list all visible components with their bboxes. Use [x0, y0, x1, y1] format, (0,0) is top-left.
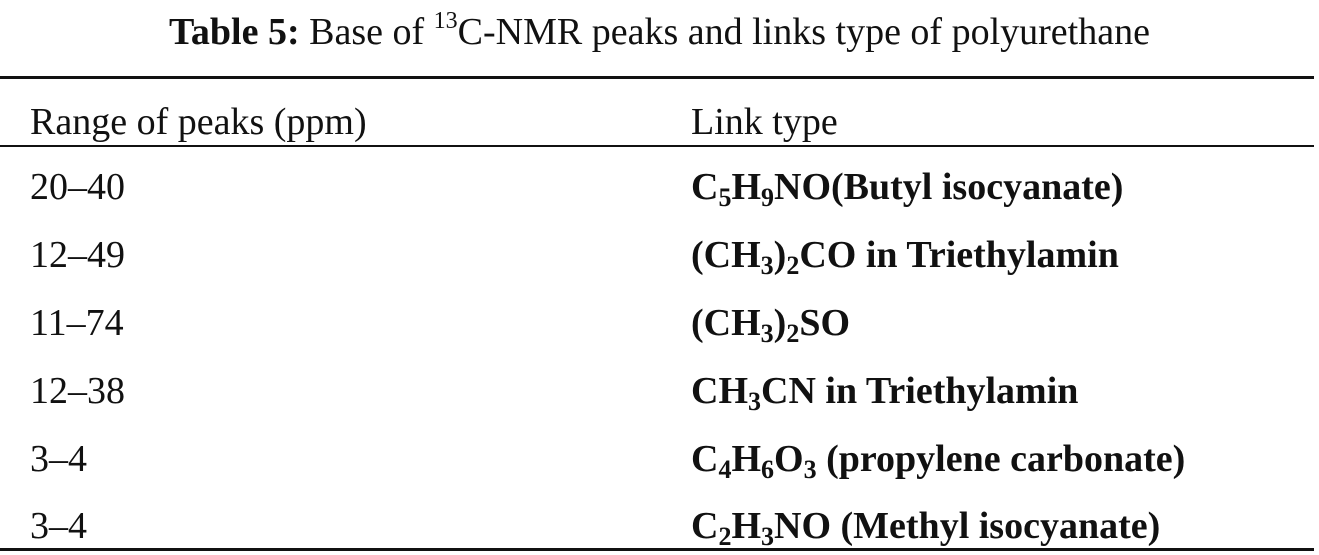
formula-text: )	[773, 234, 787, 276]
formula-text: NO (Methyl isocyanate)	[774, 505, 1161, 547]
table-header-rule	[0, 145, 1314, 147]
table-caption: Table 5: Base of 13C-NMR peaks and links…	[0, 6, 1319, 58]
table-cell-range: 11–74	[30, 302, 124, 344]
table-cell-range: 12–38	[30, 370, 125, 412]
table-cell-link-type: C4H6O3 (propylene carbonate)	[691, 436, 1186, 484]
formula-text: CN in Triethylamin	[761, 370, 1079, 412]
table-cell-range: 12–49	[30, 234, 125, 276]
formula-text: C	[691, 505, 719, 547]
formula-text: O	[774, 438, 804, 480]
table-cell-link-type: C5H9NO(Butyl isocyanate)	[691, 164, 1124, 212]
formula-subscript: 3	[760, 251, 774, 280]
table-cell-range: 3–4	[30, 505, 87, 547]
header-link-type: Link type	[691, 101, 838, 143]
formula-text: (CH	[691, 234, 761, 276]
caption-label: Table 5:	[169, 11, 300, 53]
table-top-rule	[0, 76, 1314, 79]
formula-text: NO(Butyl isocyanate)	[774, 166, 1124, 208]
formula-subscript: 9	[761, 183, 775, 212]
formula-text: (propylene carbonate)	[816, 438, 1186, 480]
formula-text: C	[691, 438, 719, 480]
table-cell-link-type: CH3CN in Triethylamin	[691, 368, 1079, 416]
formula-subscript: 3	[761, 522, 775, 551]
header-range: Range of peaks (ppm)	[30, 101, 367, 143]
formula-text: (CH	[691, 302, 761, 344]
formula-text: SO	[799, 302, 851, 344]
formula-subscript: 3	[803, 455, 817, 484]
table-cell-range: 3–4	[30, 438, 87, 480]
formula-subscript: 2	[786, 319, 800, 348]
formula-subscript: 4	[718, 455, 732, 484]
formula-text: C	[691, 166, 719, 208]
formula-subscript: 2	[786, 251, 800, 280]
caption-text-end: C-NMR peaks and links type of polyuretha…	[457, 11, 1150, 53]
formula-subscript: 3	[748, 387, 761, 416]
formula-subscript: 5	[718, 183, 732, 212]
table-cell-link-type: (CH3)2CO in Triethylamin	[691, 232, 1119, 280]
formula-text: CO in Triethylamin	[799, 234, 1119, 276]
formula-subscript: 3	[760, 319, 774, 348]
formula-text: )	[773, 302, 787, 344]
formula-text: CH	[691, 370, 748, 412]
formula-text: H	[731, 438, 762, 480]
table-bottom-rule	[0, 548, 1314, 551]
table-cell-link-type: C2H3NO (Methyl isocyanate)	[691, 503, 1161, 551]
table-cell-link-type: (CH3)2SO	[691, 300, 851, 348]
table-cell-range: 20–40	[30, 166, 125, 208]
formula-text: H	[731, 166, 762, 208]
caption-superscript: 13	[433, 8, 458, 34]
caption-text-start: Base of	[309, 11, 425, 53]
formula-text: H	[731, 505, 762, 547]
formula-subscript: 6	[761, 455, 775, 484]
formula-subscript: 2	[718, 522, 732, 551]
